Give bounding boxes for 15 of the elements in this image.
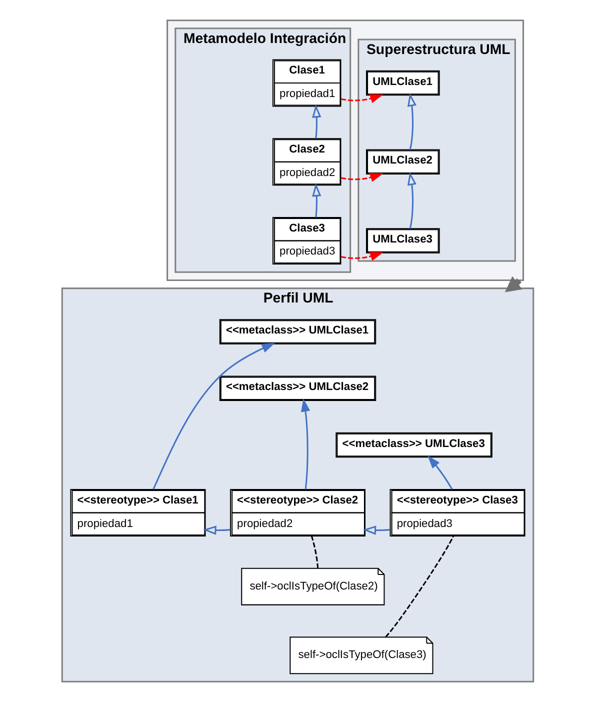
arrow [203,526,230,535]
arrow [428,455,453,490]
arrow [312,104,322,138]
arrow [152,343,276,490]
arrow [362,526,390,535]
arrow [301,398,310,490]
arrow [312,183,322,218]
connector [310,536,319,568]
arrow [407,172,417,229]
cluster [166,20,524,281]
arrow [340,252,384,261]
arrow [407,93,417,150]
connector [385,536,454,638]
arrow [340,173,384,182]
arrow [340,94,384,103]
